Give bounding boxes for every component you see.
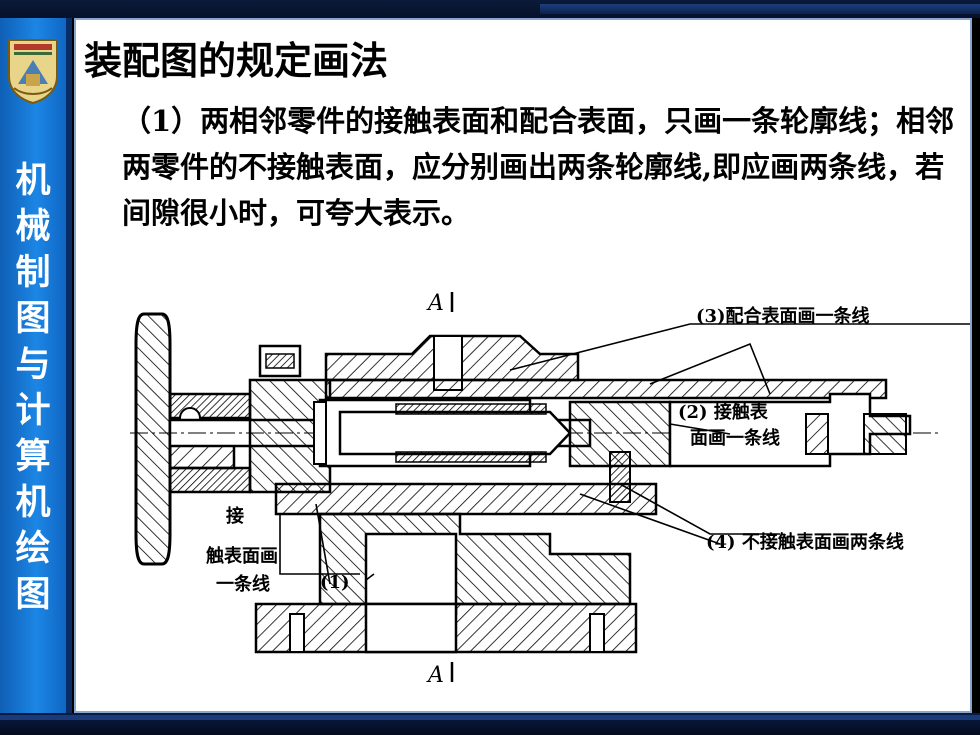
note-4: (4) 不接触表面画两条线 bbox=[706, 531, 904, 553]
section-label-bottom: A bbox=[426, 663, 444, 688]
output-shaft bbox=[609, 392, 912, 503]
slide-content: 装配图的规定画法 （1）两相邻零件的接触表面和配合表面，只画一条轮廓线；相邻两零… bbox=[74, 18, 972, 713]
handwheel bbox=[134, 312, 252, 566]
note-1-number: (1) bbox=[320, 572, 350, 593]
note-1-line2: 触表面画 bbox=[206, 545, 278, 567]
top-bar bbox=[0, 0, 980, 18]
note-2-line1: (2) 接触表 bbox=[678, 401, 769, 423]
spindle bbox=[313, 398, 672, 468]
body-paragraph: （1）两相邻零件的接触表面和配合表面，只画一条轮廓线；相邻两零件的不接触表面，应… bbox=[122, 104, 955, 230]
section-label-top: A bbox=[426, 291, 444, 316]
note-2-line2: 面画一条线 bbox=[690, 427, 780, 449]
note-1-line3: 一条线 bbox=[216, 573, 270, 595]
bottom-bar bbox=[0, 713, 980, 735]
note-1-line1: 接 bbox=[226, 505, 244, 527]
note-3: (3)配合表面画一条线 bbox=[696, 305, 870, 327]
vertical-course-title: 机 械 制 图 与 计 算 机 绘 图 bbox=[15, 161, 51, 615]
sidebar bbox=[0, 18, 66, 713]
assembly-drawing: A A (3)配合表面画一条线 (2) 接触表 面画一条线 (4) 不接触表面画… bbox=[130, 284, 970, 694]
base bbox=[254, 482, 658, 654]
page-title: 装配图的规定画法 bbox=[84, 38, 389, 83]
university-logo-icon bbox=[6, 36, 60, 105]
